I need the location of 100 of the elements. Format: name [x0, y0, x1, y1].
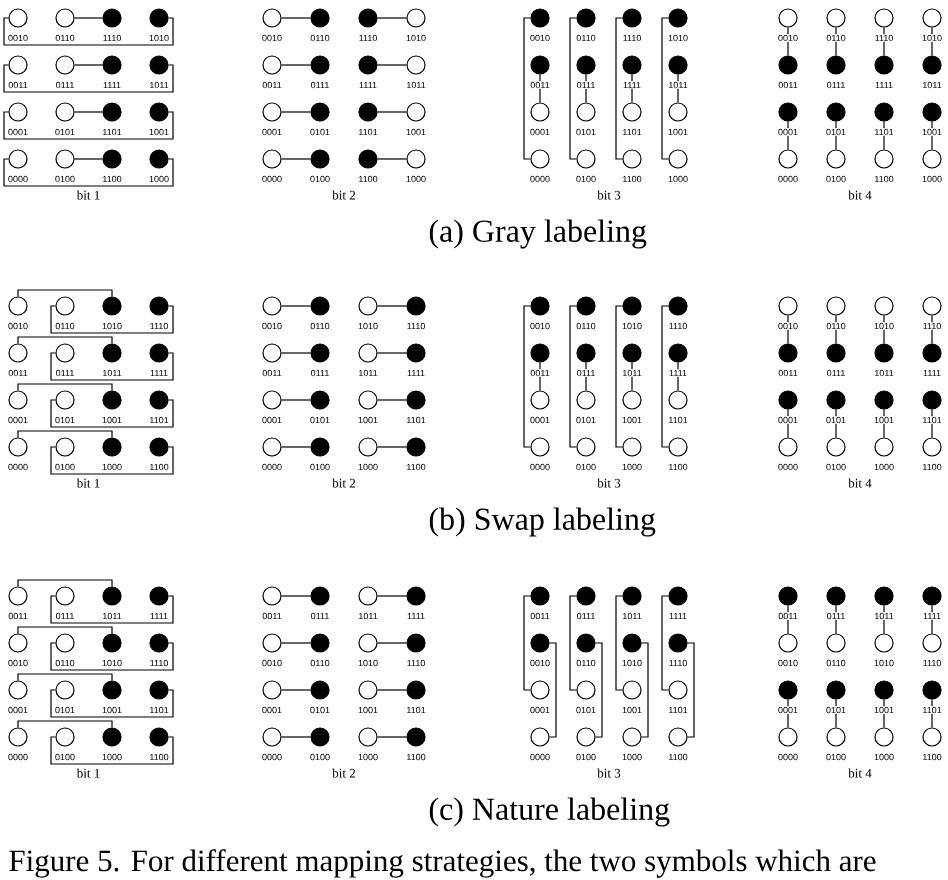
open-circle — [576, 102, 596, 122]
open-circle — [826, 437, 846, 457]
connector-line — [835, 315, 837, 344]
filled-circle — [406, 437, 426, 457]
filled-circle — [358, 149, 378, 169]
connector-line — [595, 642, 603, 738]
connector-line — [377, 305, 407, 307]
connector-line — [615, 305, 623, 448]
open-circle — [622, 390, 642, 410]
open-circle — [668, 437, 688, 457]
filled-circle — [668, 343, 688, 363]
filled-circle — [406, 390, 426, 410]
open-circle — [826, 727, 846, 747]
open-circle — [530, 437, 550, 457]
connector-line — [50, 446, 174, 475]
open-circle — [262, 390, 282, 410]
filled-circle — [874, 680, 894, 700]
filled-circle — [778, 586, 798, 606]
connector-line — [539, 362, 541, 391]
filled-circle — [874, 390, 894, 410]
filled-circle — [874, 102, 894, 122]
open-circle — [874, 633, 894, 653]
filled-circle — [406, 727, 426, 747]
filled-circle — [530, 343, 550, 363]
connector-line — [661, 17, 669, 160]
filled-circle — [530, 296, 550, 316]
open-circle — [8, 102, 28, 122]
open-circle — [55, 680, 75, 700]
connector-line — [631, 362, 633, 391]
filled-circle — [310, 390, 330, 410]
connector-line — [835, 699, 837, 728]
open-circle — [778, 296, 798, 316]
open-circle — [358, 437, 378, 457]
open-circle — [55, 727, 75, 747]
open-circle — [262, 8, 282, 28]
filled-circle — [358, 102, 378, 122]
filled-circle — [102, 390, 122, 410]
filled-circle — [576, 586, 596, 606]
filled-circle — [874, 343, 894, 363]
open-circle — [55, 55, 75, 75]
filled-circle — [922, 102, 942, 122]
filled-circle — [310, 149, 330, 169]
open-circle — [262, 296, 282, 316]
connector-line — [787, 605, 789, 634]
open-circle — [576, 680, 596, 700]
connector-line — [377, 446, 407, 448]
open-circle — [262, 149, 282, 169]
open-circle — [8, 680, 28, 700]
connector-line — [3, 17, 174, 46]
connector-line — [281, 352, 311, 354]
connector-line — [631, 74, 633, 103]
filled-circle — [530, 633, 550, 653]
open-circle — [778, 8, 798, 28]
filled-circle — [922, 680, 942, 700]
open-circle — [406, 55, 426, 75]
filled-circle — [668, 55, 688, 75]
open-circle — [622, 437, 642, 457]
filled-circle — [576, 296, 596, 316]
filled-circle — [530, 8, 550, 28]
open-circle — [8, 8, 28, 28]
connector-line — [377, 352, 407, 354]
open-circle — [8, 149, 28, 169]
open-circle — [622, 102, 642, 122]
connector-line — [835, 27, 837, 56]
open-circle — [576, 149, 596, 169]
filled-circle — [922, 390, 942, 410]
filled-circle — [102, 437, 122, 457]
connector-line — [17, 579, 113, 587]
connector-line — [50, 595, 174, 624]
connector-line — [74, 17, 103, 19]
open-circle — [826, 149, 846, 169]
open-circle — [668, 680, 688, 700]
connector-line — [17, 673, 113, 681]
connector-line — [50, 305, 174, 334]
connector-line — [281, 158, 311, 160]
connector-line — [787, 409, 789, 438]
connector-line — [641, 642, 649, 738]
open-circle — [576, 727, 596, 747]
filled-circle — [310, 102, 330, 122]
connector-line — [3, 64, 174, 93]
open-circle — [530, 102, 550, 122]
open-circle — [922, 633, 942, 653]
connector-line — [931, 409, 933, 438]
connector-line — [281, 399, 311, 401]
filled-circle — [576, 8, 596, 28]
subfigure-caption: (a) Gray labeling — [429, 219, 647, 249]
subfigure-caption: (b) Swap labeling — [429, 507, 656, 537]
connector-line — [661, 305, 669, 448]
filled-circle — [778, 102, 798, 122]
connector-line — [883, 409, 885, 438]
open-circle — [262, 586, 282, 606]
filled-circle — [102, 149, 122, 169]
filled-circle — [102, 8, 122, 28]
filled-circle — [149, 437, 169, 457]
connector-line — [281, 446, 311, 448]
connector-line — [931, 27, 933, 56]
open-circle — [262, 343, 282, 363]
filled-circle — [778, 343, 798, 363]
connector-line — [377, 17, 407, 19]
filled-circle — [622, 343, 642, 363]
